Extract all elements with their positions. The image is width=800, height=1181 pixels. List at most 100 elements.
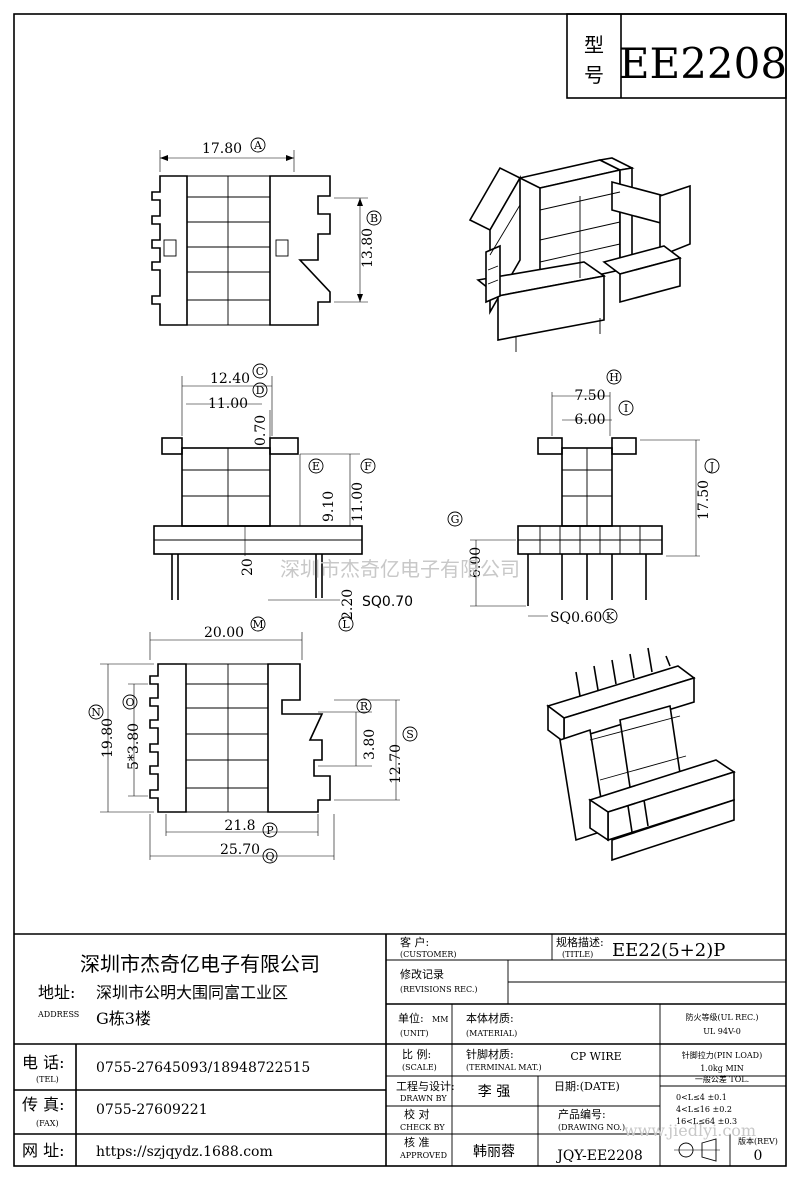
drawn-label: 工程与设计:	[396, 1080, 455, 1093]
material-label: 本体材质:	[466, 1011, 514, 1025]
callout-l: L	[342, 618, 350, 631]
dim-bot-height: 19.80	[100, 718, 116, 758]
title-label: 规格描述:	[556, 935, 604, 949]
material-label-en: (MATERIAL)	[466, 1029, 517, 1038]
dim-mid-left-base: 20	[240, 558, 256, 576]
address-label: 地址:	[38, 983, 75, 1002]
date-label: 日期:(DATE)	[554, 1080, 620, 1093]
fax-label-en: (FAX)	[36, 1119, 59, 1128]
revisions-label-en: (REVISIONS REC.)	[400, 985, 478, 994]
dim-bot-inner-width: 21.8	[224, 818, 255, 834]
scale-label-en: (SCALE)	[402, 1063, 437, 1072]
model-label-top: 型	[584, 33, 604, 57]
dim-mid-right-w1: 7.50	[574, 388, 605, 404]
title-value: EE22(5+2)P	[612, 940, 725, 961]
ul-value: UL 94V-0	[703, 1027, 741, 1036]
top-view: 17.80 13.80	[151, 141, 376, 326]
callout-o: O	[125, 696, 134, 709]
model-value: EE2208	[619, 39, 787, 88]
dim-pin-sq-left: SQ0.70	[362, 594, 413, 610]
dim-mid-right-h: 17.50	[696, 480, 712, 520]
callout-d: D	[256, 384, 265, 397]
tol-line-1: 0<L≤4 ±0.1	[676, 1093, 727, 1102]
approved-label-en: APPROVED	[399, 1151, 447, 1160]
check-label: 校 对	[404, 1107, 430, 1121]
callout-g: G	[451, 513, 460, 526]
drawn-label-en: DRAWN BY	[400, 1094, 447, 1103]
customer-label: 客 户:	[400, 935, 429, 949]
iso-view-2	[546, 647, 736, 862]
model-label-bottom: 号	[584, 63, 604, 87]
side-view-left: 12.40 11.00 0.70 9.10 11.00 20 2.20 SQ0.…	[153, 371, 413, 620]
tol-line-3: 16<L≤64 ±0.3	[676, 1117, 737, 1126]
pinload-value: 1.0kg MIN	[700, 1064, 744, 1073]
model-box: 型 号 EE2208	[566, 13, 787, 99]
address-line-1: 深圳市公明大围同富工业区	[96, 983, 288, 1002]
unit-label-en: (UNIT)	[400, 1029, 428, 1038]
callout-n: N	[91, 706, 101, 719]
fax-label: 传 真:	[22, 1095, 64, 1114]
tol-line-2: 4<L≤16 ±0.2	[676, 1105, 732, 1114]
callout-p: P	[266, 824, 274, 837]
dim-bot-pitch: 5*3.80	[126, 723, 142, 770]
rev-label: 版本(REV)	[738, 1136, 778, 1146]
dim-top-width: 17.80	[202, 141, 242, 157]
callout-bubbles: A B C D E F G H I J K L M N O P Q R S	[88, 137, 720, 864]
title-label-en: (TITLE)	[562, 950, 593, 959]
approved-label: 核 准	[404, 1135, 430, 1149]
company-name: 深圳市杰奇亿电子有限公司	[80, 952, 320, 976]
callout-e: E	[312, 460, 320, 473]
terminal-label: 针脚材质:	[466, 1047, 514, 1061]
partno-label-en: (DRAWING NO.)	[558, 1123, 625, 1132]
callout-c: C	[256, 365, 264, 378]
callout-k: K	[606, 610, 615, 623]
dim-top-height: 13.80	[360, 228, 376, 268]
callout-s: S	[406, 728, 414, 741]
web-value: https://szjqydz.1688.com	[96, 1144, 273, 1160]
dim-mid-right-w2: 6.00	[574, 412, 605, 428]
revisions-label: 修改记录	[400, 967, 444, 981]
sheet-border	[13, 13, 787, 1167]
callout-m: M	[252, 618, 263, 631]
terminal-label-en: (TERMINAL MAT.)	[466, 1063, 542, 1072]
bottom-view: 20.00 19.80 5*3.80 3.80 12.70 21.8 25.70	[100, 625, 404, 860]
pinload-label: 针脚拉力(PIN LOAD)	[682, 1050, 762, 1060]
dim-mid-left-width: 12.40	[210, 371, 250, 387]
address-line-2: G栋3楼	[96, 1009, 151, 1028]
approved-value: 韩丽蓉	[473, 1144, 515, 1160]
title-block: 深圳市杰奇亿电子有限公司 地址: ADDRESS 深圳市公明大围同富工业区 G栋…	[14, 933, 786, 1166]
dim-pin-sq-right: SQ0.60	[550, 610, 602, 626]
drawn-value: 李 强	[478, 1084, 510, 1100]
partno-label: 产品编号:	[558, 1107, 606, 1121]
address-label-en: ADDRESS	[37, 1010, 79, 1019]
callout-j: J	[709, 460, 714, 473]
ul-label: 防火等级(UL REC.)	[685, 1012, 758, 1022]
iso-view-1	[468, 157, 691, 352]
site-watermark: www.jiedlyi.com	[624, 1121, 756, 1140]
rev-value: 0	[754, 1148, 763, 1164]
tol-label: 一般公差 TOL.	[695, 1074, 749, 1084]
callout-h: H	[609, 371, 619, 384]
callout-b: B	[370, 212, 378, 225]
callout-i: I	[624, 402, 628, 415]
dim-bot-outer-width: 25.70	[220, 842, 260, 858]
side-view-right: 7.50 6.00 17.50 6.00 SQ0.60	[468, 388, 712, 626]
dim-mid-left-inner: 11.00	[208, 396, 248, 412]
callout-q: Q	[265, 850, 274, 863]
watermark: 深圳市杰奇亿电子有限公司	[280, 557, 520, 581]
scale-label: 比 例:	[402, 1047, 431, 1061]
dim-mid-right-pin: 6.00	[468, 547, 484, 578]
partno-value: JQY-EE2208	[555, 1148, 643, 1164]
tel-label: 电 话:	[22, 1053, 64, 1072]
dim-mid-left-h1: 9.10	[321, 491, 337, 522]
check-label-en: CHECK BY	[400, 1123, 445, 1132]
customer-label-en: (CUSTOMER)	[400, 950, 457, 959]
terminal-value: CP WIRE	[570, 1050, 621, 1063]
fax-value: 0755-27609221	[96, 1102, 208, 1118]
dim-bot-h2: 12.70	[388, 744, 404, 784]
web-label: 网 址:	[22, 1141, 64, 1160]
projection-symbol	[674, 1138, 720, 1162]
unit-label: 单位:	[398, 1011, 424, 1025]
tel-label-en: (TEL)	[36, 1075, 59, 1084]
